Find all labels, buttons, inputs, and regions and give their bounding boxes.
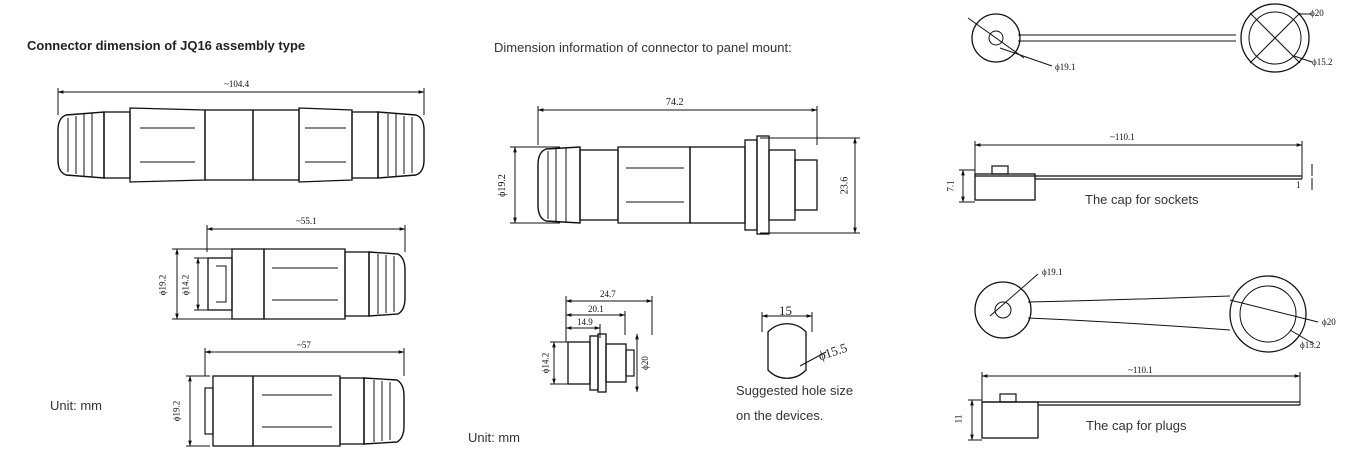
dim-socket-outer-dia: ϕ19.2 xyxy=(157,274,168,296)
dim-cap-socket-ring-inner: ϕ15.2 xyxy=(1312,57,1333,67)
assembly-heading: Connector dimension of JQ16 assembly typ… xyxy=(27,38,306,53)
hole-note-line1: Suggested hole size xyxy=(736,383,854,398)
assembly-connector-drawing xyxy=(57,88,425,183)
dim-assembly-length: ~104.4 xyxy=(224,79,250,89)
dim-panel-body-dia: ϕ19.2 xyxy=(496,174,508,197)
hole-note-line2: on the devices. xyxy=(736,408,824,423)
dim-cap-socket-length: ~110.1 xyxy=(1110,132,1135,142)
dim-panel-flange-height: 23.6 xyxy=(839,176,851,195)
dim-cap-socket-hub: ϕ19.1 xyxy=(1055,62,1076,72)
dim-panel-d2: 20.1 xyxy=(588,304,604,314)
socket-cap-label: The cap for sockets xyxy=(1085,192,1199,207)
panel-mount-heading: Dimension information of connector to pa… xyxy=(494,40,792,55)
socket-cap-top-drawing xyxy=(967,3,1313,73)
panel-mount-small-drawing xyxy=(550,296,653,393)
dim-cap-plug-ring-inner: ϕ15.2 xyxy=(1300,340,1321,350)
dim-cap-plug-height: 11 xyxy=(953,414,964,424)
panel-mount-drawing xyxy=(510,106,860,235)
plug-drawing xyxy=(186,348,405,447)
dim-panel-small-dia: ϕ14.2 xyxy=(540,352,551,374)
hole-drawing xyxy=(761,312,827,379)
dim-plug-dia: ϕ19.2 xyxy=(171,400,182,422)
dim-socket-inner-dia: ϕ14.2 xyxy=(180,274,191,296)
dim-panel-flange-dia: ϕ20 xyxy=(639,356,650,370)
dim-cap-socket-ring-outer: ϕ20 xyxy=(1310,8,1324,18)
dim-cap-plug-ring-outer: ϕ20 xyxy=(1322,317,1336,327)
plug-cap-label: The cap for plugs xyxy=(1086,418,1187,433)
socket-cap-side-drawing xyxy=(959,141,1313,203)
hole-width-label: 15 xyxy=(779,303,792,318)
dim-cap-plug-hub: ϕ19.1 xyxy=(1042,267,1063,277)
dim-plug-length: ~57 xyxy=(297,340,311,350)
unit-label-left: Unit: mm xyxy=(50,398,102,413)
dim-panel-d3: 14.9 xyxy=(577,317,593,327)
unit-label-middle: Unit: mm xyxy=(468,430,520,445)
dim-cap-socket-height: 7.1 xyxy=(945,180,956,192)
dim-panel-length: 74.2 xyxy=(666,97,684,108)
plug-cap-top-drawing xyxy=(974,273,1319,353)
plug-cap-side-drawing xyxy=(968,372,1301,441)
dim-cap-socket-thickness: 1 xyxy=(1296,180,1301,190)
dim-panel-d1: 24.7 xyxy=(600,289,616,299)
dim-socket-length: ~55.1 xyxy=(296,216,317,226)
socket-drawing xyxy=(172,225,406,320)
dim-cap-plug-length: ~110.1 xyxy=(1128,365,1153,375)
